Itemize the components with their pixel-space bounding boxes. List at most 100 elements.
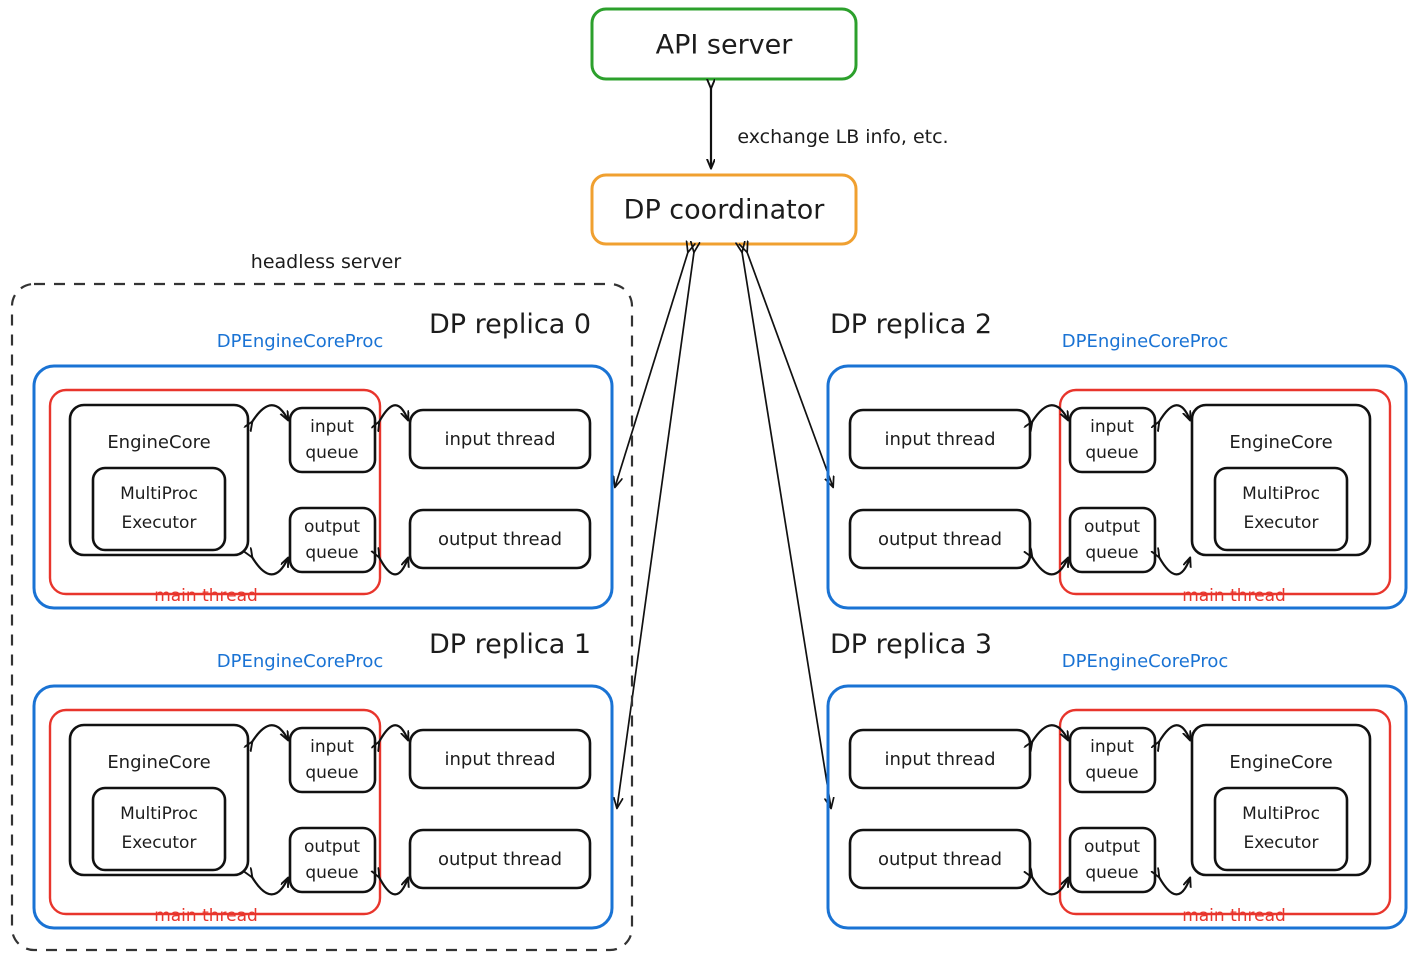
headless-server-label: headless server [251, 251, 402, 273]
replica-1-input-queue-label-2: queue [305, 763, 358, 783]
replica-0-input-queue-box[interactable] [288, 406, 377, 474]
replica-0-title: DP replica 0 [429, 309, 591, 340]
replica-2-multiproc-executor-label-2: Executor [1244, 513, 1319, 533]
api-server-box[interactable] [590, 7, 858, 81]
replica-3-proc-box[interactable] [826, 684, 1408, 930]
replica-2-output-queue-box[interactable] [1068, 506, 1157, 574]
replica-3-input-thread-label: input thread [884, 749, 995, 770]
replica-0-proc-box[interactable] [32, 364, 614, 610]
replica-1-multiproc-executor-label-2: Executor [122, 833, 197, 853]
headless-server-boundary [10, 282, 634, 952]
replica-2-output-queue-label-1: output [1084, 517, 1140, 537]
replica-0-proc-label: DPEngineCoreProc [217, 331, 384, 352]
replica-2-output-queue-label-2: queue [1085, 543, 1138, 563]
replica-2-main-thread-label: main thread [1182, 586, 1286, 606]
replica-0-output-queue-label-2: queue [305, 543, 358, 563]
replica-0-engine-inputqueue-edge [252, 404, 288, 422]
replica-1-proc-box[interactable] [32, 684, 614, 930]
replica-1-main-thread-box[interactable] [48, 708, 382, 916]
replica-2-output-thread-box[interactable] [848, 508, 1032, 570]
replica-1-engine-core-label: EngineCore [107, 752, 210, 773]
replica-3-output-thread-box[interactable] [848, 828, 1032, 890]
coordinator-replica3-edge [742, 252, 831, 808]
replica-1-input-thread-label: input thread [444, 749, 555, 770]
replica-2-input-thread-label: input thread [884, 429, 995, 450]
replica-0-outputqueue-outputthread-edge [379, 557, 408, 576]
replica-2-main-thread-box[interactable] [1058, 388, 1392, 596]
replica-3-multiproc-executor-box[interactable] [1213, 786, 1349, 872]
replica-2-multiproc-executor-label-1: MultiProc [1242, 484, 1320, 504]
replica-3-outputqueue-engine-edge [1159, 877, 1190, 896]
replica-2-inputthread-inputqueue-edge [1032, 404, 1068, 422]
replica-1-multiproc-executor-label-1: MultiProc [120, 804, 198, 824]
replica-1-outputqueue-outputthread-edge [379, 877, 408, 896]
replica-3-input-thread-box[interactable] [848, 728, 1032, 790]
replica-0-inputqueue-inputthread-edge [379, 404, 408, 422]
replica-1-output-thread-label: output thread [438, 849, 562, 870]
replica-3-inputqueue-engine-edge [1159, 724, 1190, 742]
replica-0-input-queue-label-1: input [310, 417, 354, 437]
coordinator-replica1-edge [617, 252, 694, 808]
replica-2-output-thread-label: output thread [878, 529, 1002, 550]
replica-3-multiproc-executor-label-2: Executor [1244, 833, 1319, 853]
replica-3-proc-label: DPEngineCoreProc [1062, 651, 1229, 672]
replica-2-input-thread-box[interactable] [848, 408, 1032, 470]
replica-1-engine-outputqueue-edge [252, 877, 288, 896]
replica-2-input-queue-label-1: input [1090, 417, 1134, 437]
replica-1-engine-inputqueue-edge [252, 724, 288, 742]
replica-3-multiproc-executor-label-1: MultiProc [1242, 804, 1320, 824]
replica-1-output-queue-label-1: output [304, 837, 360, 857]
replica-1-title: DP replica 1 [429, 629, 591, 660]
replica-0-output-queue-label-1: output [304, 517, 360, 537]
replica-0-engine-core-label: EngineCore [107, 432, 210, 453]
replica-0-output-thread-box[interactable] [408, 508, 592, 570]
replica-3-title: DP replica 3 [830, 629, 992, 660]
replica-3-output-queue-label-1: output [1084, 837, 1140, 857]
replica-0-engine-outputqueue-edge [252, 557, 288, 576]
replica-0-main-thread-label: main thread [154, 586, 258, 606]
replica-0-output-thread-label: output thread [438, 529, 562, 550]
replica-2-proc-label: DPEngineCoreProc [1062, 331, 1229, 352]
replica-3-output-queue-label-2: queue [1085, 863, 1138, 883]
replica-2-outputqueue-engine-edge [1159, 557, 1190, 576]
dp-coordinator-label: DP coordinator [624, 195, 826, 226]
replica-3-main-thread-label: main thread [1182, 906, 1286, 926]
replica-3-input-queue-label-2: queue [1085, 763, 1138, 783]
coordinator-replica2-edge [747, 252, 833, 487]
replica-3-engine-core-label: EngineCore [1229, 752, 1332, 773]
replica-3-input-queue-box[interactable] [1068, 726, 1157, 794]
replica-2-input-queue-label-2: queue [1085, 443, 1138, 463]
replica-1-output-queue-box[interactable] [288, 826, 377, 894]
replica-1-output-queue-label-2: queue [305, 863, 358, 883]
replica-0-multiproc-executor-box[interactable] [91, 466, 227, 552]
replica-0-input-thread-label: input thread [444, 429, 555, 450]
replica-1-input-thread-box[interactable] [408, 728, 592, 790]
replica-2-outputthread-outputqueue-edge [1032, 557, 1068, 576]
replica-3-input-queue-label-1: input [1090, 737, 1134, 757]
replica-0-main-thread-box[interactable] [48, 388, 382, 596]
coordinator-api-edge-label: exchange LB info, etc. [737, 126, 948, 148]
replica-2-proc-box[interactable] [826, 364, 1408, 610]
replica-1-multiproc-executor-box[interactable] [91, 786, 227, 872]
replica-2-inputqueue-engine-edge [1159, 404, 1190, 422]
replica-2-input-queue-box[interactable] [1068, 406, 1157, 474]
replica-0-input-thread-box[interactable] [408, 408, 592, 470]
replica-1-proc-label: DPEngineCoreProc [217, 651, 384, 672]
replica-2-multiproc-executor-box[interactable] [1213, 466, 1349, 552]
replica-3-output-thread-label: output thread [878, 849, 1002, 870]
replica-1-output-thread-box[interactable] [408, 828, 592, 890]
replica-3-output-queue-box[interactable] [1068, 826, 1157, 894]
replica-3-outputthread-outputqueue-edge [1032, 877, 1068, 896]
api-server-label: API server [656, 30, 794, 61]
replica-1-input-queue-box[interactable] [288, 726, 377, 794]
replica-0-input-queue-label-2: queue [305, 443, 358, 463]
replica-0-output-queue-box[interactable] [288, 506, 377, 574]
replica-1-inputqueue-inputthread-edge [379, 724, 408, 742]
replica-1-input-queue-label-1: input [310, 737, 354, 757]
replica-3-main-thread-box[interactable] [1058, 708, 1392, 916]
replica-0-multiproc-executor-label-1: MultiProc [120, 484, 198, 504]
dp-coordinator-box[interactable] [590, 173, 858, 246]
replica-0-multiproc-executor-label-2: Executor [122, 513, 197, 533]
